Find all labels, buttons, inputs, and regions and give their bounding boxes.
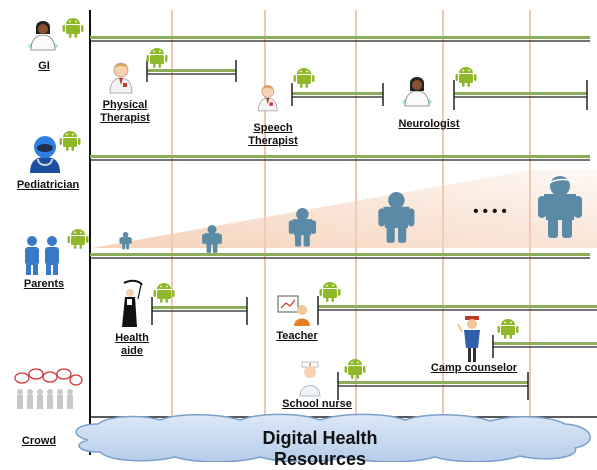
pediatrician-timeline <box>90 155 590 158</box>
gi-label: GI <box>38 60 50 72</box>
school-nurse-label: School nurse <box>282 398 352 410</box>
neurologist-icon <box>402 77 432 107</box>
teacher-icon <box>277 295 310 326</box>
android-robot-icon <box>146 48 168 68</box>
care-segments <box>146 60 597 400</box>
school-nurse-icon <box>299 361 321 397</box>
digital-health-resources-label: Digital Health Resources <box>262 428 378 469</box>
speech-bubble-crowd-icon <box>14 368 83 409</box>
child-growth-sequence: • • • • <box>119 176 582 253</box>
android-robot-icon <box>67 229 89 249</box>
android-robot-icon <box>59 131 81 151</box>
pediatrician-icon <box>30 136 60 173</box>
teacher-segment <box>317 296 597 325</box>
android-robot-icon <box>455 67 477 87</box>
health-aide-label: Health aide <box>115 332 149 357</box>
neurologist-segment <box>453 80 588 110</box>
pediatrician-label: Pediatrician <box>16 179 80 191</box>
camp-counselor-icon <box>457 316 480 362</box>
growth-gradient-band <box>92 170 597 248</box>
parents-icon <box>25 236 59 275</box>
digital-health-cloud <box>75 413 591 462</box>
caregiver-icons <box>25 21 480 397</box>
android-robot-icon <box>62 18 84 38</box>
ellipsis: • • • • <box>473 203 507 220</box>
teacher-label: Teacher <box>276 330 318 342</box>
physical-therapist-label: Physical Therapist <box>100 99 150 124</box>
speech-therapist-icon <box>257 84 278 112</box>
speech-therapist-label: Speech Therapist <box>248 122 298 147</box>
parents-timeline <box>90 253 590 256</box>
crowd-label: Crowd <box>21 435 57 447</box>
physical-therapist-segment <box>146 60 237 82</box>
android-robot-icon <box>319 282 341 302</box>
school-nurse-segment <box>337 372 529 400</box>
health-aide-segment <box>151 297 248 325</box>
android-robot-icon <box>497 319 519 339</box>
health-aide-icon <box>122 279 143 327</box>
gi-timeline <box>90 36 590 39</box>
gi-doctor-icon <box>28 21 58 51</box>
android-robot-icon <box>293 68 315 88</box>
neurologist-label: Neurologist <box>398 118 460 130</box>
parents-label: Parents <box>23 278 65 290</box>
camp-counselor-label: Camp counselor <box>430 362 518 374</box>
child-silhouette-icon <box>538 176 582 238</box>
camp-counselor-segment <box>492 335 597 358</box>
speech-therapist-segment <box>291 83 384 106</box>
physical-therapist-icon <box>109 62 133 94</box>
